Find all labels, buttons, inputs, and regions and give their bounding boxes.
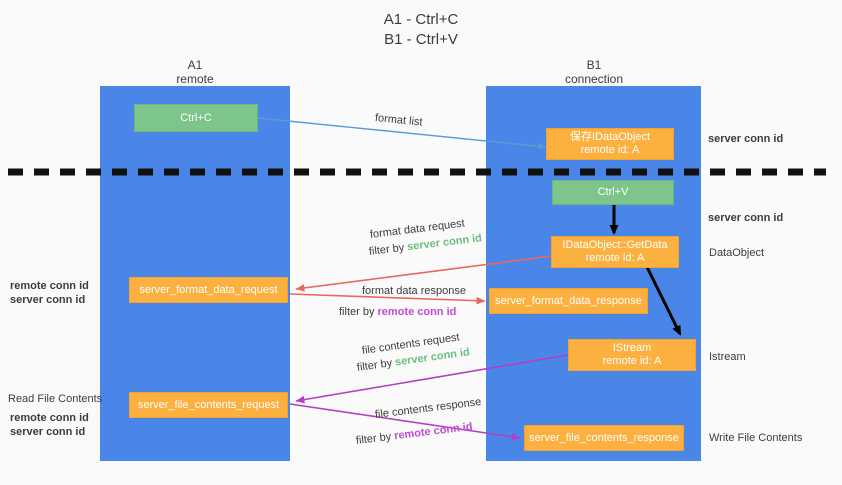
right-label-server-conn-id-top-text: server conn id bbox=[708, 133, 784, 145]
node-istream[interactable]: IStream remote id: A bbox=[568, 339, 696, 371]
node-server-format-data-request-label: server_format_data_request bbox=[139, 283, 278, 296]
node-ctrl-c[interactable]: Ctrl+C bbox=[134, 104, 258, 132]
edge-label-file-contents-response-filter: filter by remote conn id bbox=[355, 420, 473, 448]
column-header-b1-sub: connection bbox=[564, 72, 624, 86]
node-server-format-data-request[interactable]: server_format_data_request bbox=[129, 277, 288, 303]
edge-label-format-list-text: format list bbox=[374, 112, 424, 129]
right-label-write-file-contents-text: Write File Contents bbox=[709, 432, 803, 444]
node-server-file-contents-response-label: server_file_contents_response bbox=[529, 431, 679, 444]
right-label-server-conn-id-second: server conn id bbox=[708, 211, 783, 225]
node-server-format-data-response-label: server_format_data_response bbox=[495, 294, 642, 307]
node-save-idataobject[interactable]: 保存IDataObject remote id: A bbox=[546, 128, 674, 160]
left-label-server-conn-id-1-text: server conn id bbox=[10, 294, 86, 306]
edge-label-format-data-response-filter: filter by remote conn id bbox=[339, 305, 456, 319]
node-ctrl-v-label: Ctrl+V bbox=[597, 186, 629, 198]
node-server-file-contents-request[interactable]: server_file_contents_request bbox=[129, 392, 288, 418]
column-header-b1: B1 connection bbox=[539, 58, 649, 86]
title-line-2: B1 - Ctrl+V bbox=[384, 31, 458, 48]
left-label-remote-conn-id-1: remote conn id bbox=[10, 279, 89, 293]
node-server-file-contents-request-label: server_file_contents_request bbox=[137, 398, 280, 411]
node-istream-line2: remote id: A bbox=[602, 355, 662, 367]
node-save-idataobject-line1: 保存IDataObject bbox=[569, 131, 651, 143]
filter-key-remote-conn-id: remote conn id bbox=[377, 306, 457, 318]
filter-prefix: filter by bbox=[339, 306, 378, 318]
right-label-istream: Istream bbox=[709, 350, 746, 364]
node-idataobject-getdata-line2: remote id: A bbox=[585, 252, 645, 264]
node-server-file-contents-response[interactable]: server_file_contents_response bbox=[524, 425, 684, 451]
filter-prefix: filter by bbox=[368, 241, 408, 258]
edge-label-format-data-response-text: format data response bbox=[362, 285, 466, 297]
left-label-server-conn-id-2-text: server conn id bbox=[10, 426, 86, 438]
edge-label-format-data-response: format data response bbox=[362, 284, 466, 298]
column-header-b1-name: B1 bbox=[586, 58, 602, 72]
node-ctrl-v[interactable]: Ctrl+V bbox=[552, 180, 674, 205]
right-label-write-file-contents: Write File Contents bbox=[709, 431, 802, 445]
left-label-remote-conn-id-2-text: remote conn id bbox=[10, 412, 89, 424]
right-label-dataobject: DataObject bbox=[709, 246, 764, 260]
node-idataobject-getdata-line1: IDataObject::GetData bbox=[562, 239, 668, 251]
left-label-server-conn-id-1: server conn id bbox=[10, 293, 85, 307]
edge-label-file-contents-response-text: file contents response bbox=[374, 396, 482, 421]
node-save-idataobject-line2: remote id: A bbox=[580, 144, 640, 156]
filter-prefix: filter by bbox=[356, 356, 396, 374]
left-label-read-file-contents: Read File Contents bbox=[8, 392, 102, 406]
left-label-server-conn-id-2: server conn id bbox=[10, 425, 85, 439]
column-header-a1-sub: remote bbox=[176, 72, 214, 86]
node-istream-line1: IStream bbox=[612, 342, 652, 354]
left-label-remote-conn-id-1-text: remote conn id bbox=[10, 280, 89, 292]
column-header-a1: A1 remote bbox=[140, 58, 250, 86]
node-ctrl-c-label: Ctrl+C bbox=[180, 111, 212, 124]
filter-key-remote-conn-id: remote conn id bbox=[393, 420, 474, 443]
node-server-format-data-response[interactable]: server_format_data_response bbox=[489, 288, 648, 314]
left-label-remote-conn-id-2: remote conn id bbox=[10, 411, 89, 425]
right-label-dataobject-text: DataObject bbox=[709, 247, 765, 259]
left-label-read-file-contents-text: Read File Contents bbox=[8, 393, 103, 405]
filter-prefix: filter by bbox=[355, 430, 395, 447]
edge-label-file-contents-response: file contents response bbox=[374, 395, 482, 422]
diagram-title: A1 - Ctrl+C B1 - Ctrl+V bbox=[0, 10, 842, 50]
column-header-a1-name: A1 bbox=[187, 58, 203, 72]
edge-label-format-list: format list bbox=[374, 111, 423, 130]
node-idataobject-getdata[interactable]: IDataObject::GetData remote id: A bbox=[551, 236, 679, 268]
title-line-1: A1 - Ctrl+C bbox=[383, 11, 459, 28]
right-label-istream-text: Istream bbox=[709, 351, 746, 363]
right-label-server-conn-id-second-text: server conn id bbox=[708, 212, 784, 224]
right-label-server-conn-id-top: server conn id bbox=[708, 132, 783, 146]
